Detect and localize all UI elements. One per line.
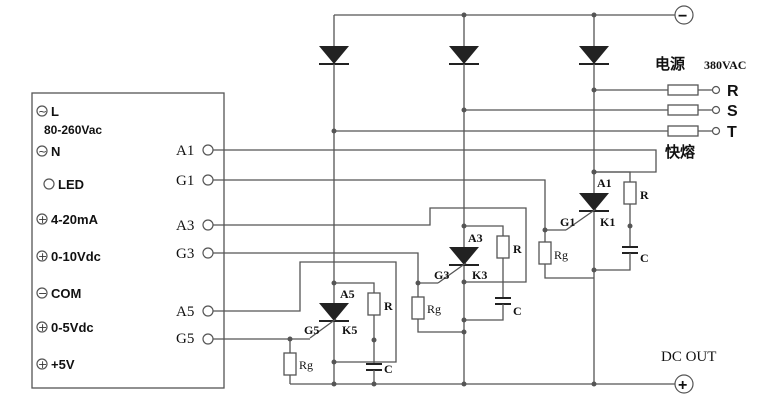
label-rg5: Rg bbox=[299, 358, 313, 372]
label-k1-cathode: K1 bbox=[600, 215, 615, 229]
ac-symbol-L: ~ bbox=[36, 105, 48, 118]
svg-text:~: ~ bbox=[38, 105, 47, 118]
supply-range-label: 80-260Vac bbox=[44, 123, 102, 137]
phase-r-line bbox=[591, 84, 721, 96]
label-c1: C bbox=[640, 251, 649, 265]
label-a3-anode: A3 bbox=[468, 231, 483, 245]
supply-l-label: L bbox=[51, 104, 59, 119]
terminal-g5 bbox=[202, 333, 214, 345]
thyristor-k5 bbox=[283, 280, 382, 384]
label-r3: R bbox=[513, 242, 522, 256]
neutral-label: N bbox=[51, 144, 60, 159]
terminal-a1 bbox=[202, 144, 214, 156]
plus-symbol-0-10: + bbox=[36, 250, 48, 263]
resistor-r3 bbox=[496, 235, 510, 259]
wire-g3 bbox=[213, 252, 419, 297]
svg-text:+: + bbox=[38, 321, 47, 334]
label-r1: R bbox=[640, 188, 649, 202]
positive-terminal: + bbox=[674, 374, 694, 394]
phase-t-line bbox=[331, 125, 721, 137]
phase-label-s: S bbox=[727, 103, 738, 120]
pin-label-a3: A3 bbox=[176, 218, 194, 234]
thyristor-k3 bbox=[411, 223, 511, 335]
plus-symbol-4-20: + bbox=[36, 213, 48, 226]
terminal-a3 bbox=[202, 219, 214, 231]
resistor-r1 bbox=[623, 181, 637, 205]
control-module-box bbox=[31, 92, 225, 389]
voltage-label: 380VAC bbox=[704, 58, 746, 72]
wire-a5 bbox=[213, 261, 397, 363]
terminal-g3 bbox=[202, 247, 214, 259]
label-g1-gate: G1 bbox=[560, 215, 575, 229]
terminal-g1 bbox=[202, 174, 214, 186]
label-c5: C bbox=[384, 362, 393, 376]
power-label: 电源 bbox=[655, 55, 685, 73]
svg-text:+: + bbox=[38, 213, 47, 226]
label-r5: R bbox=[384, 299, 393, 313]
svg-text:+: + bbox=[38, 250, 47, 263]
terminal-a5 bbox=[202, 305, 214, 317]
diode-1 bbox=[319, 15, 349, 65]
led-indicator bbox=[43, 178, 55, 190]
label-c3: C bbox=[513, 304, 522, 318]
negative-terminal: − bbox=[674, 5, 694, 25]
resistor-rg3 bbox=[411, 296, 425, 320]
com-label: COM bbox=[51, 286, 81, 301]
svg-text:~: ~ bbox=[38, 145, 47, 158]
resistor-r5 bbox=[367, 292, 381, 316]
label-k5-cathode: K5 bbox=[342, 323, 357, 337]
resistor-rg5 bbox=[283, 352, 297, 376]
label-a5-anode: A5 bbox=[340, 287, 355, 301]
diode-3 bbox=[579, 15, 609, 65]
pin-label-g5: G5 bbox=[176, 331, 194, 347]
pin-label-a1: A1 bbox=[176, 143, 194, 159]
plus-symbol-0-5: + bbox=[36, 321, 48, 334]
dc-out-label: DC OUT bbox=[661, 349, 716, 365]
svg-text:−: − bbox=[38, 287, 47, 300]
svg-text:−: − bbox=[678, 8, 687, 25]
input-4-20ma-label: 4-20mA bbox=[51, 212, 99, 227]
phase-s-line bbox=[461, 104, 721, 116]
plus-5v-label: +5V bbox=[51, 357, 75, 372]
led-label: LED bbox=[58, 177, 84, 192]
label-rg3: Rg bbox=[427, 302, 441, 316]
minus-symbol-com: − bbox=[36, 287, 48, 300]
resistor-rg1 bbox=[538, 241, 552, 265]
phase-label-r: R bbox=[727, 83, 739, 100]
input-0-5vdc-label: 0-5Vdc bbox=[51, 320, 94, 335]
plus-symbol-5v: + bbox=[36, 358, 48, 371]
ac-symbol-N: ~ bbox=[36, 145, 48, 158]
wire-a1 bbox=[213, 149, 657, 173]
wire-g1 bbox=[213, 179, 546, 228]
pin-label-g3: G3 bbox=[176, 246, 194, 262]
label-g3-gate: G3 bbox=[434, 268, 449, 282]
wire-a3 bbox=[213, 207, 527, 283]
phase-label-t: T bbox=[727, 124, 737, 141]
label-a1-anode: A1 bbox=[597, 176, 612, 190]
label-rg1: Rg bbox=[554, 248, 568, 262]
svg-text:+: + bbox=[678, 377, 687, 394]
fuse-label: 快熔 bbox=[665, 143, 696, 161]
pin-label-a5: A5 bbox=[176, 304, 194, 320]
diode-2 bbox=[449, 15, 479, 65]
label-g5-gate: G5 bbox=[304, 323, 319, 337]
svg-text:+: + bbox=[38, 358, 47, 371]
pin-label-g1: G1 bbox=[176, 173, 194, 189]
input-0-10vdc-label: 0-10Vdc bbox=[51, 249, 101, 264]
label-k3-cathode: K3 bbox=[472, 268, 487, 282]
thyristor-k1 bbox=[538, 169, 638, 279]
